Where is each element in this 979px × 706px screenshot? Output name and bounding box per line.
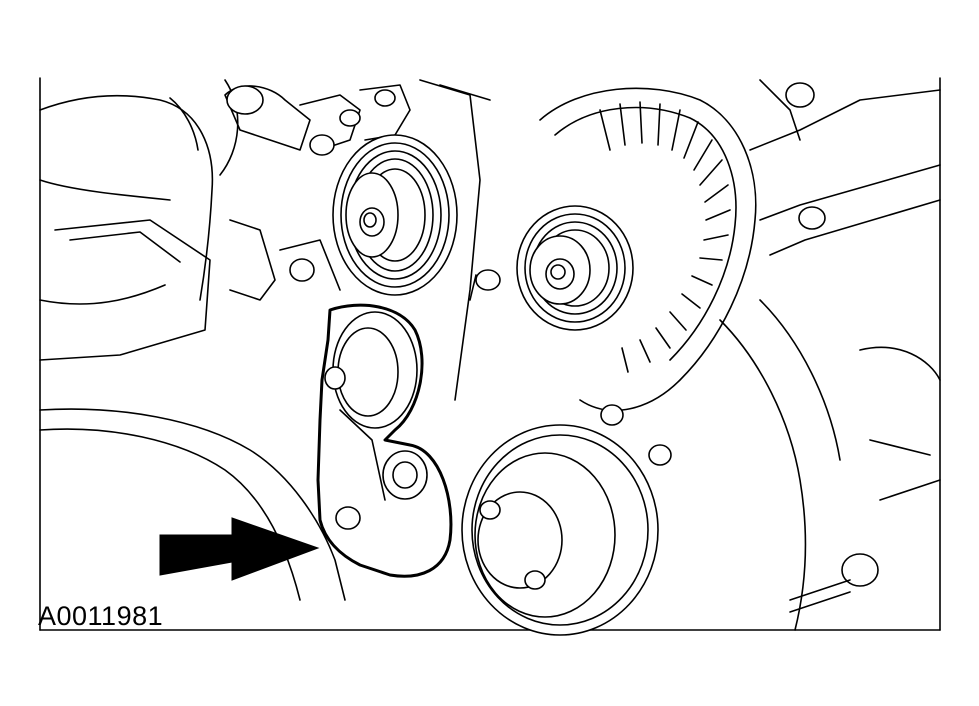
pointer-arrow: [159, 517, 320, 581]
engine-block-right: [719, 299, 941, 631]
alternator-cooling-fins: [599, 101, 731, 373]
mounting-brace: [749, 79, 941, 256]
illustration-frame: [39, 77, 941, 631]
engine-cover: [39, 79, 346, 601]
upper-brackets: [224, 79, 491, 401]
alternator: [469, 87, 757, 412]
idler-pulley: [332, 134, 458, 296]
belt-tensioner: [316, 303, 453, 578]
figure-id-label: A0011981: [38, 601, 164, 631]
crankshaft-pulley: [461, 404, 672, 636]
